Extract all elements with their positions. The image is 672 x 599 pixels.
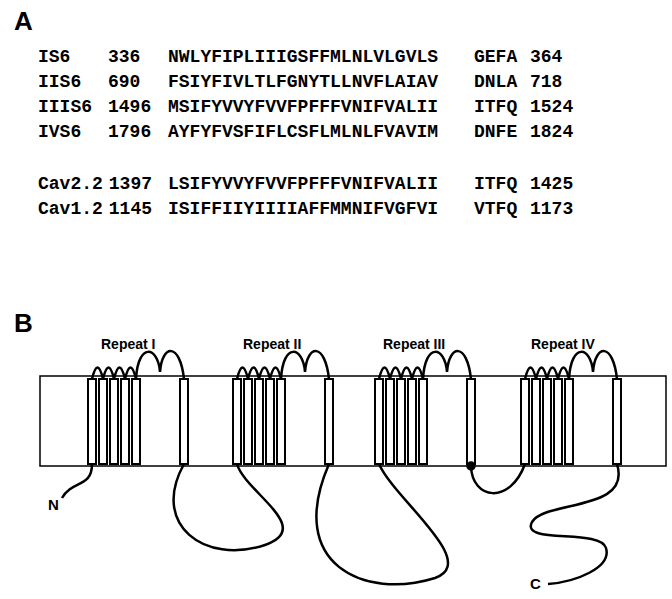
extracellular-loop [558, 368, 569, 380]
sequence: AYFYFVSFIFLCSFLMLNLFVAVIM [168, 123, 438, 141]
extracellular-loop [412, 368, 423, 380]
helix [543, 379, 551, 464]
segment-name: IS6 [38, 48, 70, 66]
extracellular-loop [270, 368, 281, 380]
extracellular-loop [237, 368, 248, 380]
sequence-tail: VTFQ [474, 200, 517, 218]
segment-name: Cav1.2 [38, 200, 103, 218]
residue-number: 1173 [530, 200, 573, 218]
helix [180, 379, 188, 464]
helix [613, 379, 621, 464]
extracellular-loop [125, 368, 136, 380]
helix [419, 379, 427, 464]
helix [255, 379, 263, 464]
helix [408, 379, 416, 464]
residue-number: 1145 [109, 200, 152, 218]
residue-number: 1524 [530, 98, 573, 116]
sequence: LSIFYVVYFVVFPFFFVNIFVALII [168, 175, 438, 193]
residue-number: 1425 [530, 175, 573, 193]
sequence: ISIFFIIYIIIIAFFMMNIFVGFVI [168, 200, 438, 218]
helix [386, 379, 394, 464]
membrane-topology [40, 351, 666, 584]
repeat-label: Repeat II [243, 337, 301, 351]
loop-i-ii [174, 464, 283, 550]
helix [397, 379, 405, 464]
segment-name: Cav2.2 [38, 175, 103, 193]
panel-letter: A [14, 8, 33, 34]
sequence-tail: GEFA [474, 48, 517, 66]
segment-name: IIS6 [38, 73, 81, 91]
panel-letter: B [14, 310, 33, 336]
helix [375, 379, 383, 464]
sequence-tail: ITFQ [474, 175, 517, 193]
extracellular-loop [390, 368, 401, 380]
extracellular-loop [103, 368, 114, 380]
sequence-tail: ITFQ [474, 98, 517, 116]
residue-number: 364 [530, 48, 562, 66]
repeat-label: Repeat IV [531, 337, 595, 351]
membrane-band [40, 376, 666, 466]
sequence: NWLYFIPLIIIGSFFMLNLVLGVLS [168, 48, 438, 66]
pore-loop [569, 351, 617, 379]
terminus-label: C [530, 576, 541, 591]
helix [277, 379, 285, 464]
extracellular-loop [536, 368, 547, 380]
helix [88, 379, 96, 464]
helix [233, 379, 241, 464]
terminus-label: N [48, 497, 59, 512]
helix [132, 379, 140, 464]
marker-dot [468, 463, 475, 470]
segment-name: IIIS6 [38, 98, 92, 116]
extracellular-loop [547, 368, 558, 380]
residue-number: 336 [108, 48, 140, 66]
extracellular-loop [248, 368, 259, 380]
loop-iii-iv [471, 464, 525, 493]
residue-number: 1496 [108, 98, 151, 116]
helix [467, 379, 475, 464]
c-terminus [531, 464, 619, 584]
sequence-tail: DNLA [474, 73, 517, 91]
loop-ii-iii [316, 464, 448, 584]
pore-loop [136, 351, 184, 379]
extracellular-loop [379, 368, 390, 380]
helix [565, 379, 573, 464]
sequence-tail: DNFE [474, 123, 517, 141]
residue-number: 690 [108, 73, 140, 91]
helix [99, 379, 107, 464]
residue-number: 1397 [109, 175, 152, 193]
pore-loop [423, 351, 471, 379]
n-terminus [62, 464, 92, 498]
sequence: FSIYFIVLTLFGNYTLLNVFLAIAV [168, 73, 438, 91]
helix [266, 379, 274, 464]
repeat-label: Repeat I [101, 337, 155, 351]
helix [521, 379, 529, 464]
residue-number: 1824 [530, 123, 573, 141]
extracellular-loop [114, 368, 125, 380]
extracellular-loop [525, 368, 536, 380]
residue-number: 718 [530, 73, 562, 91]
helix [121, 379, 129, 464]
helix [554, 379, 562, 464]
repeat-label: Repeat III [383, 337, 445, 351]
sequence: MSIFYVVYFVVFPFFFVNIFVALII [168, 98, 438, 116]
extracellular-loop [92, 368, 103, 380]
helix [532, 379, 540, 464]
helix [244, 379, 252, 464]
helix [110, 379, 118, 464]
helix [325, 379, 333, 464]
pore-loop [281, 351, 329, 379]
residue-number: 1796 [108, 123, 151, 141]
extracellular-loop [401, 368, 412, 380]
extracellular-loop [259, 368, 270, 380]
segment-name: IVS6 [38, 123, 81, 141]
